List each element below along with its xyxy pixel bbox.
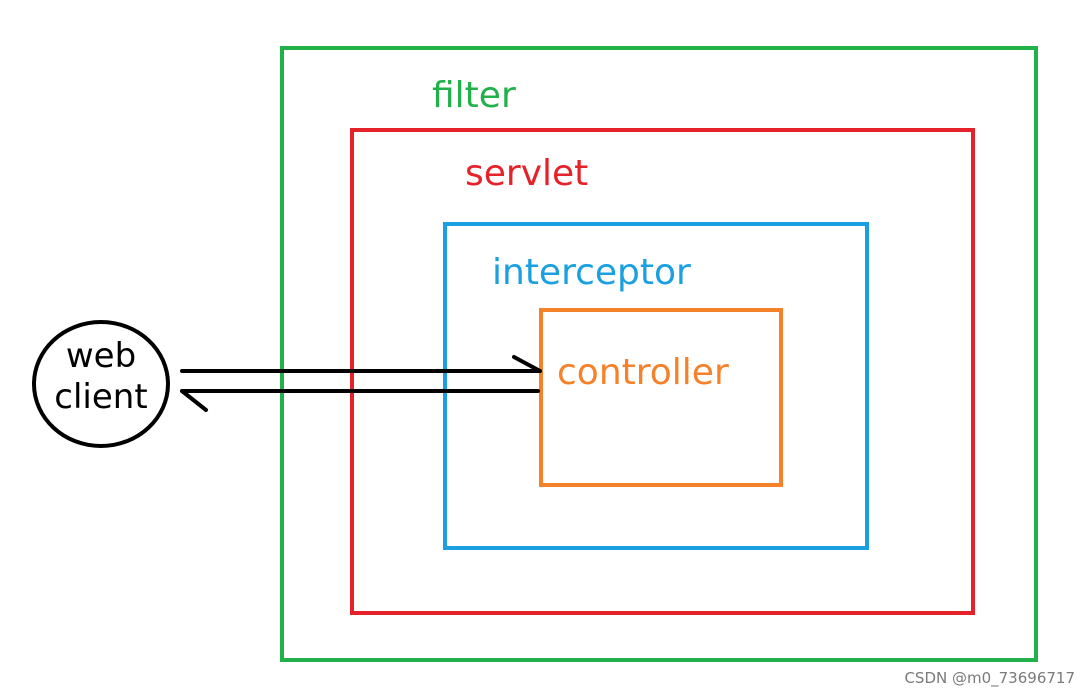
web-client-label: web client	[32, 336, 170, 419]
filter-box	[280, 46, 1038, 662]
watermark-text: CSDN @m0_73696717	[904, 669, 1075, 687]
response-arrow	[180, 389, 540, 412]
filter-label: filter	[432, 75, 516, 116]
request-arrow	[180, 355, 542, 373]
interceptor-box	[443, 222, 869, 550]
web-client-label-line2: client	[54, 377, 148, 418]
web-client-label-line1: web	[65, 336, 137, 376]
servlet-label: servlet	[465, 153, 589, 194]
web-client-circle	[32, 320, 170, 448]
interceptor-label: interceptor	[492, 252, 691, 293]
controller-label: controller	[557, 352, 729, 393]
controller-box	[539, 308, 783, 487]
